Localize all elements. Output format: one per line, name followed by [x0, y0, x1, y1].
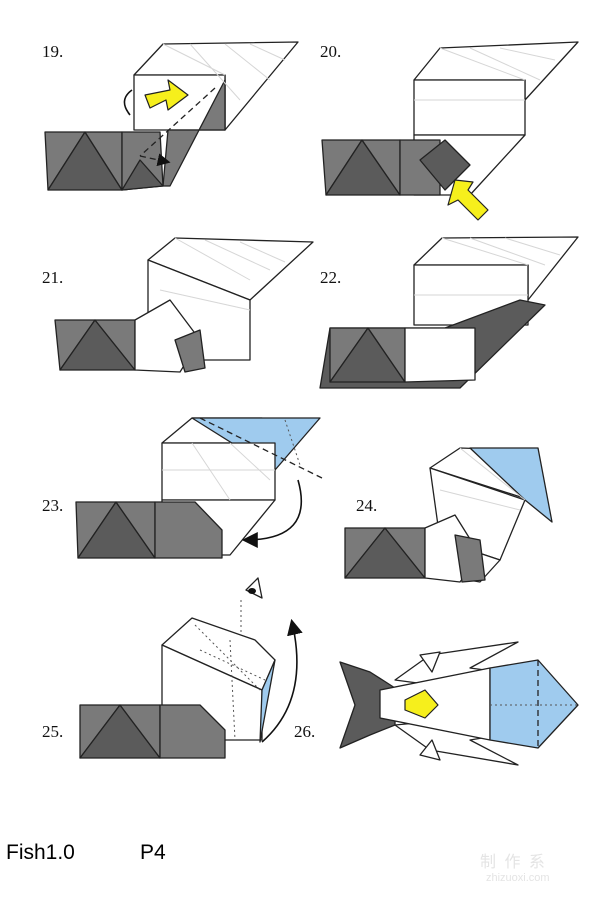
- step-23-figure: [75, 417, 323, 559]
- step-20-figure: [321, 41, 579, 221]
- step-24-number: 24.: [356, 496, 378, 515]
- step-25-number: 25.: [42, 722, 64, 741]
- watermark-url: zhizuoxi.com: [486, 872, 550, 884]
- step-19-figure: [44, 41, 299, 191]
- step-26-figure: [339, 641, 579, 766]
- step-19-arrow-icon: [144, 79, 189, 111]
- diagram-title: Fish1.0: [6, 841, 75, 864]
- step-23-number: 23.: [42, 496, 64, 515]
- step-19-number: 19.: [42, 42, 64, 61]
- watermark-text: 制 作 系: [480, 854, 547, 871]
- step-22-figure: [319, 236, 579, 389]
- step-22-number: 22.: [320, 268, 342, 287]
- step-20-arrow-icon: [447, 179, 489, 221]
- page-number: P4: [140, 841, 166, 864]
- step-21-number: 21.: [42, 268, 64, 287]
- step-24-figure: [344, 447, 553, 583]
- step-25-figure: [79, 577, 303, 759]
- step-26-number: 26.: [294, 722, 316, 741]
- step-26-eye-icon: [404, 689, 439, 719]
- step-20-number: 20.: [320, 42, 342, 61]
- step-21-figure: [54, 237, 314, 373]
